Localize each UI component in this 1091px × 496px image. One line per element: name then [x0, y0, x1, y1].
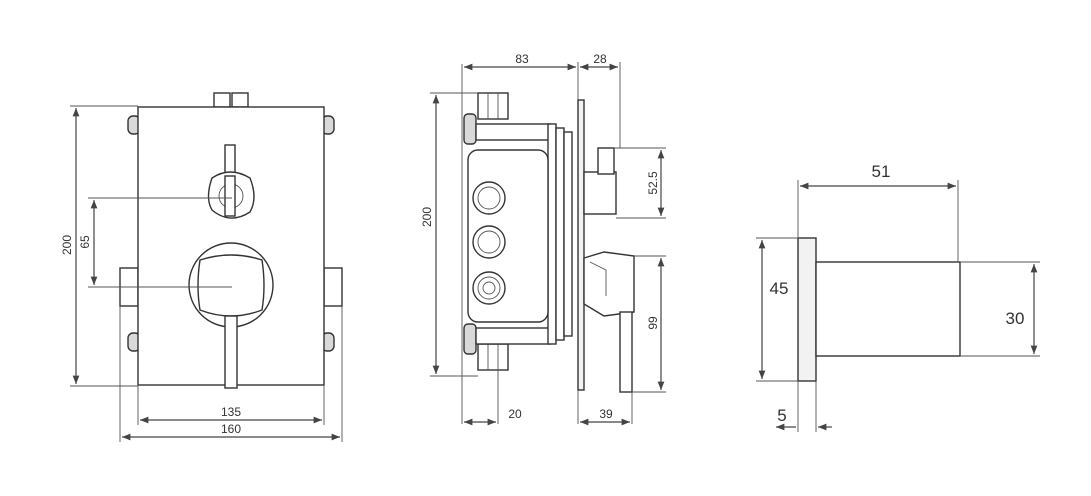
top-connector — [213, 92, 249, 108]
side-flanges — [475, 123, 573, 345]
spout-body — [815, 261, 961, 357]
side-lever-height-dimension: 99 — [646, 316, 660, 330]
front-plate-width-dimension: 135 — [221, 405, 241, 419]
side-lever-projection-dimension: 39 — [599, 407, 613, 421]
front-handle-spacing-dimension: 65 — [78, 235, 92, 249]
side-spindle-offset-dimension: 52.5 — [646, 171, 660, 195]
front-height-dimension: 200 — [60, 235, 74, 255]
side-mixer-lever — [583, 251, 635, 393]
side-body-depth-dimension: 83 — [515, 52, 529, 66]
spout-length-dimension: 51 — [872, 162, 891, 181]
side-wall-plate — [577, 99, 585, 391]
spout-flange-thickness-dimension: 5 — [777, 406, 786, 425]
body-ports — [472, 181, 506, 305]
spout-body-height-dimension: 30 — [1006, 309, 1025, 328]
spout-flange — [797, 237, 817, 382]
side-height-dimension: 200 — [420, 207, 434, 227]
front-overall-width-dimension: 160 — [221, 422, 241, 436]
side-view: 83 28 200 52.5 99 20 39 — [420, 52, 666, 426]
side-top-connectors — [463, 92, 509, 145]
side-connector-dimension: 20 — [508, 407, 522, 421]
spout-view: 51 45 30 5 — [756, 162, 1040, 432]
spout-flange-height-dimension: 45 — [770, 279, 789, 298]
mixer-handle — [188, 242, 274, 389]
front-view: 200 65 135 160 — [60, 92, 343, 442]
mounting-lugs — [127, 115, 335, 352]
side-diverter-spindle — [583, 147, 617, 215]
diverter-handle — [207, 144, 255, 219]
side-spindle-length-dimension: 28 — [593, 52, 607, 66]
